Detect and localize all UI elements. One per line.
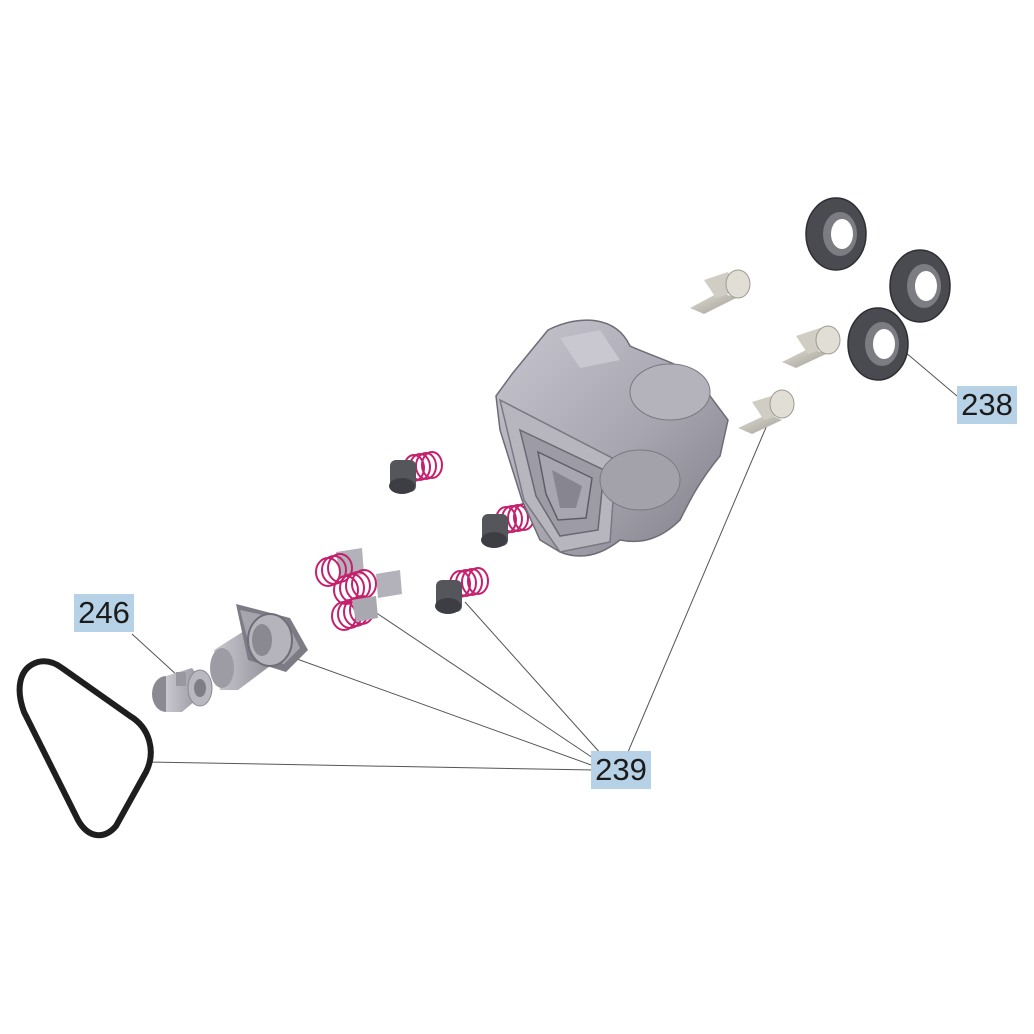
leader-239-oring bbox=[147, 761, 595, 771]
plug-fitting bbox=[210, 604, 308, 690]
piston-lower bbox=[738, 389, 795, 434]
leader-lines bbox=[131, 351, 958, 771]
leader-246 bbox=[131, 633, 179, 677]
leader-239-plug bbox=[271, 649, 595, 767]
triangular-o-ring bbox=[16, 658, 154, 838]
seal-ring-top bbox=[805, 197, 867, 271]
valve-with-spring-lower bbox=[435, 567, 489, 614]
callout-238[interactable]: 238 bbox=[957, 386, 1017, 424]
pump-head-housing bbox=[495, 319, 729, 557]
leader-239-spring-group bbox=[374, 611, 597, 761]
valve-spring-group bbox=[315, 548, 402, 631]
callout-246[interactable]: 246 bbox=[74, 594, 134, 632]
piston-middle bbox=[782, 325, 841, 368]
sleeve-part-246 bbox=[152, 668, 213, 712]
piston-upper bbox=[690, 269, 751, 314]
leader-239-piston bbox=[627, 417, 771, 753]
seal-ring-right bbox=[889, 249, 951, 323]
callout-239[interactable]: 239 bbox=[591, 751, 651, 789]
leader-239-valve bbox=[464, 601, 603, 756]
seal-ring-bottom bbox=[847, 307, 909, 381]
leader-238 bbox=[904, 351, 958, 397]
valve-with-spring-upper bbox=[389, 451, 443, 494]
